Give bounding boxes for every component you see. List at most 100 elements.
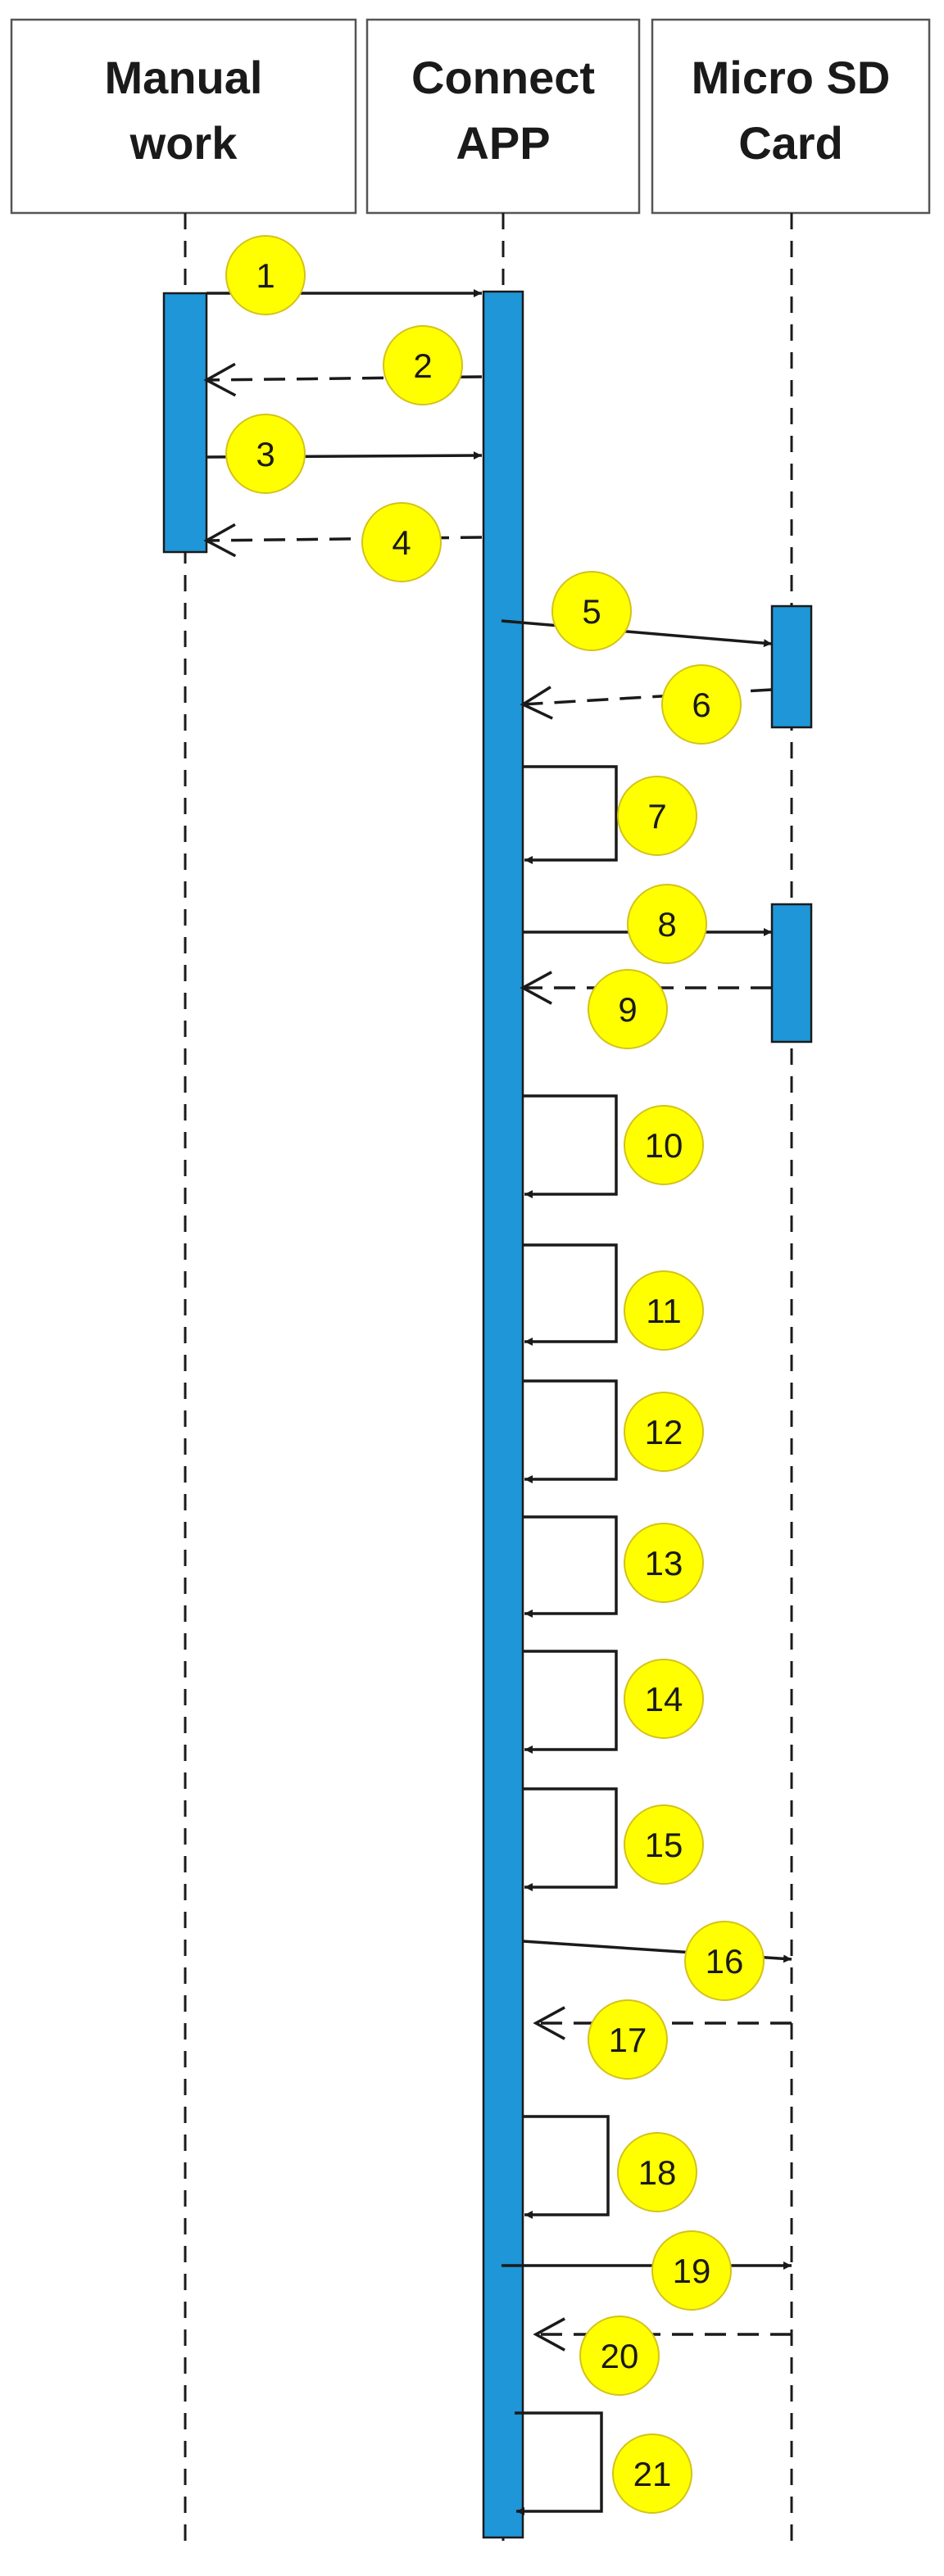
message-number-badge: 14 bbox=[624, 1659, 704, 1739]
self-message-arrow bbox=[523, 1094, 618, 1198]
badge-circle bbox=[588, 1999, 668, 2080]
badge-circle bbox=[383, 325, 463, 405]
badge-circle bbox=[551, 571, 632, 651]
badge-circle bbox=[588, 969, 668, 1049]
message-number-badge: 13 bbox=[624, 1523, 704, 1603]
message-number-badge: 4 bbox=[361, 502, 442, 582]
participant-title-line: Micro SD bbox=[692, 52, 891, 103]
message-5 bbox=[501, 619, 773, 648]
self-message-arrow bbox=[523, 1243, 618, 1346]
message-number: 6 bbox=[692, 686, 710, 724]
badge-circle bbox=[624, 1804, 704, 1885]
reply-open-arrowhead bbox=[533, 2006, 565, 2040]
message-number-badge: 8 bbox=[627, 884, 707, 964]
message-number-badge: 10 bbox=[624, 1105, 704, 1185]
message-number-badge: 21 bbox=[612, 2433, 692, 2514]
badge-circle bbox=[612, 2433, 692, 2514]
badge-circle bbox=[225, 235, 306, 315]
message-17 bbox=[533, 2006, 792, 2040]
reply-open-arrowhead bbox=[203, 362, 237, 397]
sync-message-arrow bbox=[501, 619, 773, 648]
message-number-badge: 12 bbox=[624, 1392, 704, 1472]
activation-bar-manual bbox=[162, 292, 208, 554]
message-number: 10 bbox=[645, 1126, 683, 1165]
message-number-badge: 7 bbox=[617, 776, 697, 856]
self-message-arrow bbox=[523, 1787, 618, 1891]
participant-title-line: work bbox=[129, 117, 238, 169]
activation-bar-sd bbox=[770, 604, 813, 729]
message-number-badge: 18 bbox=[617, 2132, 697, 2212]
self-message-arrow bbox=[523, 2115, 610, 2219]
message-number: 19 bbox=[673, 2252, 711, 2290]
participant-sd: Micro SD Card bbox=[651, 18, 931, 215]
message-11 bbox=[523, 1243, 618, 1346]
message-13 bbox=[523, 1515, 618, 1618]
badge-circle bbox=[651, 2230, 732, 2311]
message-number: 11 bbox=[646, 1292, 682, 1330]
message-number-badge: 11 bbox=[624, 1270, 704, 1351]
message-number-badge: 9 bbox=[588, 969, 668, 1049]
message-number-badge: 15 bbox=[624, 1804, 704, 1885]
message-9 bbox=[520, 971, 772, 1005]
message-number: 17 bbox=[609, 2021, 647, 2059]
message-number-badge: 6 bbox=[661, 664, 742, 745]
badge-circle bbox=[624, 1523, 704, 1603]
badge-circle bbox=[624, 1270, 704, 1351]
badge-circle bbox=[624, 1392, 704, 1472]
message-20 bbox=[533, 2317, 792, 2352]
message-number-badge: 19 bbox=[651, 2230, 732, 2311]
badge-circle bbox=[617, 2132, 697, 2212]
activation-bars bbox=[162, 290, 813, 2539]
message-15 bbox=[523, 1787, 618, 1891]
activation-bar-app bbox=[482, 290, 524, 2539]
message-number: 18 bbox=[638, 2153, 677, 2192]
badge-circle bbox=[579, 2316, 660, 2396]
badge-circle bbox=[627, 884, 707, 964]
message-21 bbox=[515, 2411, 603, 2515]
message-number: 12 bbox=[645, 1413, 683, 1451]
badge-circle bbox=[624, 1105, 704, 1185]
message-number: 1 bbox=[256, 256, 275, 295]
message-number: 21 bbox=[633, 2455, 672, 2493]
participant-box bbox=[651, 18, 931, 215]
message-number: 5 bbox=[582, 592, 601, 631]
badge-circle bbox=[661, 664, 742, 745]
message-number: 16 bbox=[706, 1942, 744, 1981]
reply-open-arrowhead bbox=[533, 2317, 565, 2352]
participant-title-line: Manual bbox=[105, 52, 263, 103]
reply-open-arrowhead bbox=[520, 686, 553, 720]
self-message-arrow bbox=[523, 1650, 618, 1754]
message-number: 3 bbox=[256, 435, 275, 473]
message-number-badge: 5 bbox=[551, 571, 632, 651]
participant-manual: Manual work bbox=[10, 18, 357, 215]
message-number-badge: 16 bbox=[684, 1921, 765, 2001]
message-number: 15 bbox=[645, 1826, 683, 1864]
badge-circle bbox=[225, 414, 306, 494]
self-message-arrow bbox=[523, 1515, 618, 1618]
self-message-arrow bbox=[515, 2411, 603, 2515]
badge-circle bbox=[617, 776, 697, 856]
message-18 bbox=[523, 2115, 610, 2219]
participant-box bbox=[365, 18, 641, 215]
badge-circle bbox=[624, 1659, 704, 1739]
activation-bar-sd bbox=[770, 903, 813, 1044]
message-7 bbox=[523, 765, 618, 864]
reply-open-arrowhead bbox=[520, 971, 552, 1005]
message-number: 2 bbox=[413, 346, 432, 385]
message-number-badge: 1 bbox=[225, 235, 306, 315]
message-number-badge: 17 bbox=[588, 1999, 668, 2080]
message-number: 9 bbox=[618, 990, 637, 1029]
message-number: 8 bbox=[657, 905, 676, 944]
self-message-arrow bbox=[523, 1379, 618, 1483]
badge-circle bbox=[361, 502, 442, 582]
reply-open-arrowhead bbox=[203, 523, 237, 558]
self-message-arrow bbox=[523, 765, 618, 864]
participant-title-line: Card bbox=[738, 117, 843, 169]
message-number: 14 bbox=[645, 1680, 683, 1718]
message-number: 7 bbox=[647, 797, 666, 835]
participant-title-line: Connect bbox=[411, 52, 595, 103]
